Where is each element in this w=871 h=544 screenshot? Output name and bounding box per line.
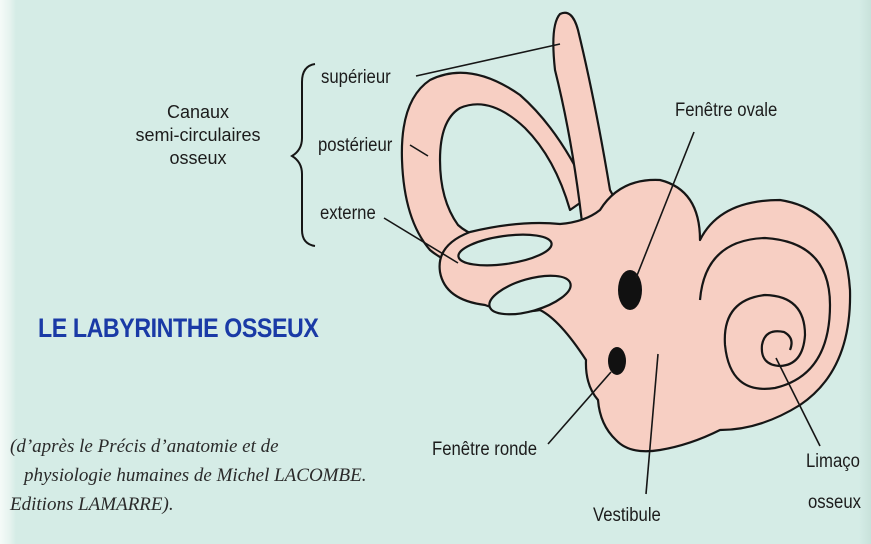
labyrinth [402,13,850,452]
source-credit: (d’après le Précis d’anatomie et de phys… [10,432,430,519]
fenetre-ronde-shape [608,347,626,375]
label-vestibule: Vestibule [593,505,661,527]
label-externe: externe [320,203,376,225]
canaux-line-3: osseux [118,147,278,170]
label-fenetre-ovale: Fenêtre ovale [675,100,777,122]
canaux-semi-circulaires-label: Canaux semi-circulaires osseux [118,101,278,170]
label-superieur: supérieur [321,67,391,89]
credit-line-3: Editions LAMARRE). [10,490,430,519]
leader-superieur [416,44,560,76]
canaux-line-2: semi-circulaires [118,124,278,147]
credit-line-2: physiologie humaines de Michel LACOMBE. [10,461,430,490]
diagram-title: LE LABYRINTHE OSSEUX [38,313,318,344]
canaux-brace [292,64,315,246]
fenetre-ovale-shape [618,270,642,310]
label-posterieur: postérieur [318,135,392,157]
credit-line-1: (d’après le Précis d’anatomie et de [10,432,430,461]
label-fenetre-ronde: Fenêtre ronde [432,439,537,461]
canaux-line-1: Canaux [118,101,278,124]
vestibule-body [440,180,850,451]
label-limacon-line-2: osseux [808,492,861,514]
label-limacon-line-1: Limaço [806,451,860,473]
